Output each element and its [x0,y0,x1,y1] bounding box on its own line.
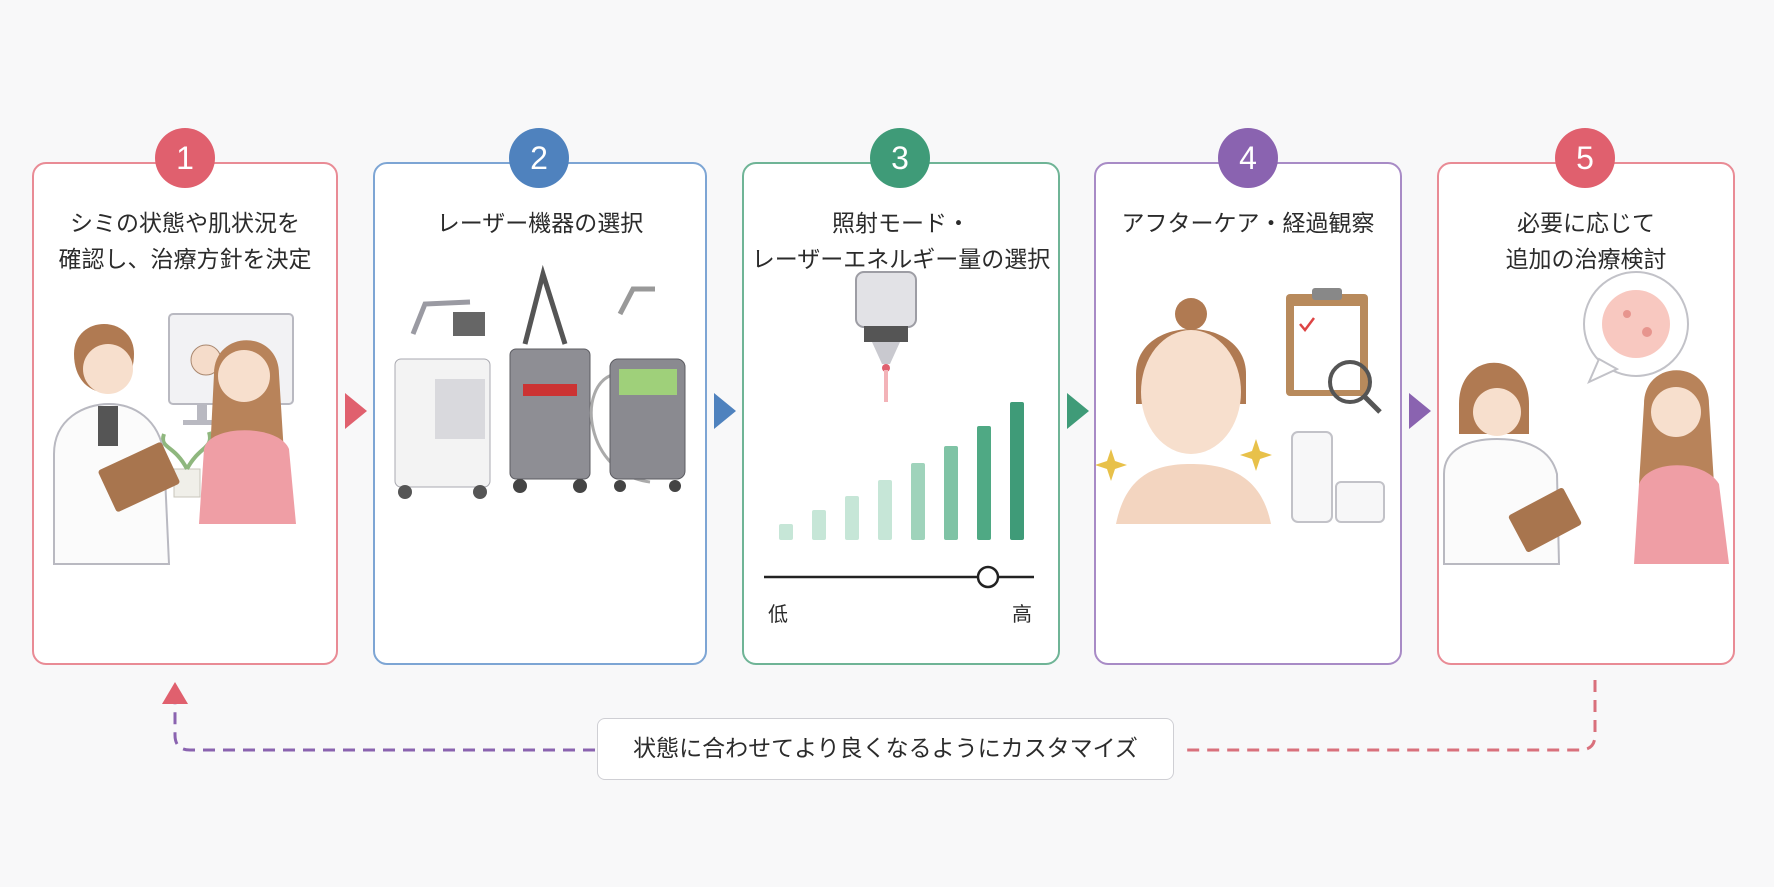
flow-arrow-4-5 [1409,393,1431,429]
speech-bubble-icon [1583,271,1689,385]
cream-tube-icon [1291,431,1333,523]
step-number-1: 1 [155,128,215,188]
consultation-illustration [53,313,296,565]
aftercare-illustration [1096,288,1385,524]
step-title-2: レーザー機器の選択 [436,211,644,237]
energy-low-label: 低 [768,602,788,626]
flow-arrow-1-2 [345,393,367,429]
energy-slider [764,565,1034,589]
step-title-5: 必要に応じて 追加の治療検討 [1505,211,1667,273]
flow-arrow-3-4 [1067,393,1089,429]
laser-machine-icon [589,286,686,492]
flow-arrow-2-3 [714,393,736,429]
magnifier-icon [1328,360,1382,414]
step-card-4: アフターケア・経過観察 [1094,162,1402,665]
laser-handpiece-icon [855,271,917,402]
cream-jar-icon [1335,481,1385,523]
step-title-1: シミの状態や肌状況を 確認し、治療方針を決定 [58,211,312,273]
step-card-3: 照射モード・ レーザーエネルギー量の選択 [742,162,1060,665]
doctor-icon [53,324,180,565]
laser-machine-icon [394,299,491,499]
laser-machines-illustration [394,264,686,499]
followup-illustration [1443,271,1729,565]
step-number-4: 4 [1218,128,1278,188]
step-title-3: 照射モード・ レーザーエネルギー量の選択 [751,211,1051,273]
patient-icon [1634,370,1729,564]
woman-face-icon [1116,298,1271,524]
energy-level-bars [779,402,1024,540]
patient-icon [199,340,296,524]
step-card-5: 必要に応じて 追加の治療検討 [1437,162,1735,665]
step-number-2: 2 [509,128,569,188]
clipboard-icon [1286,288,1368,396]
laser-machine-icon [509,264,591,493]
energy-selection-illustration [764,271,1034,589]
step-number-5: 5 [1555,128,1615,188]
doctor-icon [1443,362,1582,565]
step-number-3: 3 [870,128,930,188]
step-card-2: レーザー機器の選択 [373,162,707,665]
step-title-4: アフターケア・経過観察 [1121,211,1375,237]
loop-arrowhead [162,682,188,704]
loop-caption: 状態に合わせてより良くなるようにカスタマイズ [597,718,1174,780]
step-card-1: シミの状態や肌状況を 確認し、治療方針を決定 [32,162,338,665]
sparkle-icon [1096,439,1272,481]
energy-high-label: 高 [1012,602,1032,626]
